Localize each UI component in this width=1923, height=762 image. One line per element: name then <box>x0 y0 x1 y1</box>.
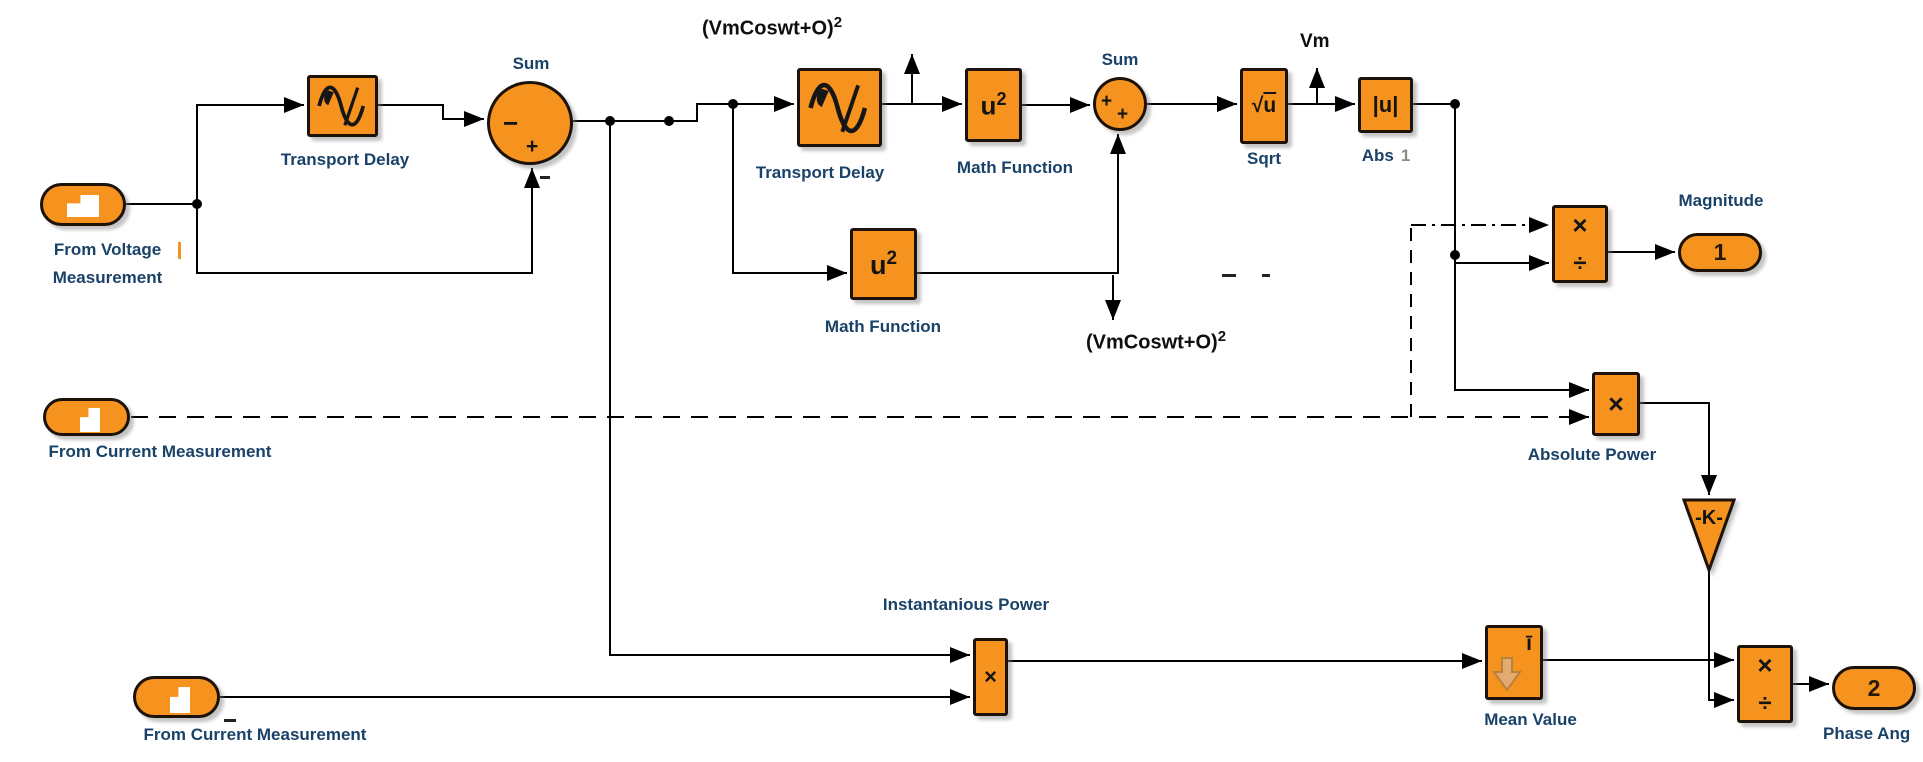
sum2-plus-left-sign: + <box>1101 91 1113 112</box>
stray-minus-mark <box>540 176 550 179</box>
multiply-glyph: × <box>1608 388 1624 419</box>
sine-wave-icon <box>316 85 365 127</box>
from-current-measurement-mid-block[interactable] <box>43 398 130 436</box>
from-tag-icon <box>67 195 99 217</box>
stray-dash-mark <box>224 719 236 722</box>
junction-dot <box>1450 99 1460 109</box>
wire-abs-power-to-gain[interactable] <box>1640 402 1717 495</box>
gain-block[interactable]: -K- <box>1681 498 1737 575</box>
instantanious-power-block[interactable]: × <box>973 638 1008 716</box>
sqrt-block[interactable]: √u <box>1240 68 1288 144</box>
multiply-glyph: × <box>1757 650 1773 680</box>
wire-gain-to-divide2[interactable] <box>1708 570 1734 708</box>
from-voltage-label-line2: Measurement <box>52 268 163 287</box>
wire-sum1-to-inst-power[interactable] <box>609 121 970 663</box>
annotation-vmcoswt-top: (VmCoswt+O)2 <box>702 14 843 40</box>
wire-junction-to-sum1-plus[interactable] <box>196 168 540 274</box>
transport-delay-2-block[interactable] <box>797 68 882 147</box>
from-tag-icon <box>80 408 100 432</box>
math-function-1-label: Math Function <box>956 158 1074 177</box>
from-voltage-measurement-block[interactable] <box>40 183 126 226</box>
magnitude-outport[interactable]: 1 <box>1678 233 1762 272</box>
multiply-glyph: × <box>1572 210 1588 240</box>
transport-delay-1-block[interactable] <box>307 75 378 137</box>
multiply-glyph: × <box>984 664 997 689</box>
stray-dash-mark <box>1262 274 1270 277</box>
wire-sum1-to-td2[interactable] <box>573 96 794 122</box>
phase-outport[interactable]: 2 <box>1832 666 1916 710</box>
junction-dot <box>664 116 674 126</box>
sum2-plus-bottom-sign: + <box>1117 104 1129 125</box>
sum1-plus-sign: + <box>526 135 539 158</box>
abs-u-glyph: |u| <box>1372 92 1399 117</box>
stray-dash-mark <box>1222 274 1236 277</box>
u-squared-glyph: u2 <box>869 247 898 280</box>
sqrt-label: Sqrt <box>1247 149 1281 168</box>
divide-glyph: ÷ <box>1758 690 1772 717</box>
annotation-vm: Vm <box>1300 31 1330 52</box>
mean-down-arrow-icon <box>1492 657 1522 692</box>
gain-k-glyph: -K- <box>1695 507 1723 529</box>
sum-2-label: Sum <box>1101 50 1139 69</box>
abs-block[interactable]: |u| <box>1358 77 1413 133</box>
sine-wave-icon <box>807 82 867 133</box>
math-function-1-block[interactable]: u2 <box>965 68 1022 142</box>
gain-triangle <box>1681 498 1737 575</box>
absolute-power-label: Absolute Power <box>1527 445 1657 464</box>
divide-magnitude-block[interactable]: × ÷ <box>1552 205 1608 283</box>
magnitude-label: Magnitude <box>1678 191 1764 210</box>
i-bar-glyph: ī <box>1526 632 1532 655</box>
from-current-bottom-label: From Current Measurement <box>143 725 367 744</box>
from-current-mid-label: From Current Measurement <box>48 442 272 461</box>
mean-value-label: Mean Value <box>1484 710 1577 729</box>
u-squared-glyph: u2 <box>980 88 1007 121</box>
wire-abs-to-abs-power[interactable] <box>1413 103 1589 398</box>
sum-1-label: Sum <box>512 54 550 73</box>
sum-1-block[interactable]: − + <box>487 81 573 165</box>
wire-mf2-to-sum2[interactable] <box>917 134 1126 274</box>
annotation-vmcoswt-bottom: (VmCoswt+O)2 <box>1086 328 1227 354</box>
math-function-2-label: Math Function <box>824 317 942 336</box>
junction-dot <box>728 99 738 109</box>
mean-value-block[interactable]: ī <box>1485 625 1543 700</box>
divide-phase-block[interactable]: × ÷ <box>1737 645 1793 723</box>
text-cursor-artifact <box>178 242 181 259</box>
wire-junction-to-td1[interactable] <box>196 97 304 204</box>
from-tag-icon <box>170 687 190 713</box>
from-voltage-label-line1: From Voltage <box>53 240 162 259</box>
sum1-minus-sign: − <box>503 108 519 138</box>
junction-dot <box>192 199 202 209</box>
outport-number: 1 <box>1713 239 1727 265</box>
math-function-2-block[interactable]: u2 <box>850 228 917 300</box>
transport-delay-2-label: Transport Delay <box>755 163 885 182</box>
from-current-measurement-bottom-block[interactable] <box>133 676 220 718</box>
transport-delay-1-label: Transport Delay <box>280 150 410 169</box>
sum-2-block[interactable]: + + <box>1093 77 1147 131</box>
junction-dot <box>605 116 615 126</box>
instantanious-power-label: Instantanious Power <box>882 595 1050 614</box>
wire-branch-to-mf2[interactable] <box>732 104 847 281</box>
outport-number: 2 <box>1867 674 1881 701</box>
divide-glyph: ÷ <box>1573 250 1587 277</box>
phase-angle-label: Phase Ang <box>1823 724 1911 743</box>
wire-td1-to-sum1[interactable] <box>378 104 484 127</box>
junction-dot <box>1450 250 1460 260</box>
absolute-power-block[interactable]: × <box>1592 372 1640 436</box>
sqrt-u-glyph: √u <box>1251 94 1277 117</box>
